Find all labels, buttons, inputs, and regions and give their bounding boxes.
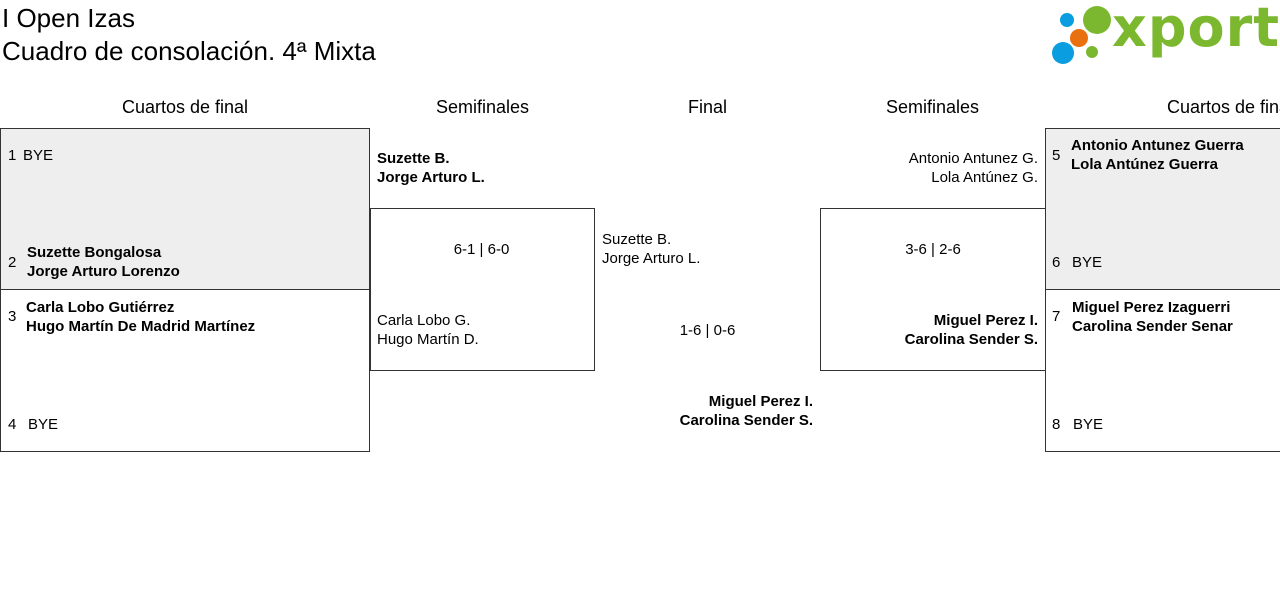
seed-number: 2 — [8, 254, 17, 271]
seed-number: 3 — [8, 308, 17, 325]
right-quarter-match-2 — [1045, 289, 1280, 452]
bye-label: BYE — [1072, 254, 1103, 271]
semifinal-player-name: Hugo Martín D. — [377, 331, 479, 348]
semifinal-player-name: Lola Antúnez G. — [931, 169, 1038, 186]
semifinal-player-name: Carla Lobo G. — [377, 312, 471, 329]
player-name: Jorge Arturo Lorenzo — [27, 263, 180, 280]
player-name: Carolina Sender Senar — [1072, 318, 1233, 335]
semifinal-player-name: Suzette B. — [377, 150, 450, 167]
semifinal-player-name: Miguel Perez I. — [933, 312, 1038, 329]
bye-label: BYE — [28, 416, 59, 433]
tournament-title: I Open Izas — [2, 3, 135, 33]
seed-number: 1 — [8, 147, 17, 164]
draw-subtitle: Cuadro de consolación. 4ª Mixta — [2, 36, 376, 66]
player-name: Carla Lobo Gutiérrez — [26, 299, 175, 316]
column-header-right-quarters: Cuartos de final — [1166, 97, 1280, 117]
seed-number: 6 — [1052, 254, 1061, 271]
seed-number: 7 — [1052, 308, 1061, 325]
bye-label: BYE — [1073, 416, 1104, 433]
champion-name: Miguel Perez I. — [708, 393, 813, 410]
left-quarter-match-1 — [0, 128, 370, 290]
match-score: 3-6 | 2-6 — [905, 241, 961, 258]
left-semifinal-match — [370, 208, 595, 371]
semifinal-player-name: Antonio Antunez G. — [908, 150, 1038, 167]
bye-label: BYE — [23, 147, 54, 164]
seed-number: 4 — [8, 416, 17, 433]
seed-number: 8 — [1052, 416, 1061, 433]
right-quarter-match-1 — [1045, 128, 1280, 290]
column-header-right-semis: Semifinales — [885, 97, 980, 117]
semifinal-player-name: Carolina Sender S. — [904, 331, 1038, 348]
logo-dot-blue-large-icon — [1052, 42, 1074, 64]
semifinal-player-name: Jorge Arturo L. — [377, 169, 485, 186]
column-header-final: Final — [687, 97, 727, 117]
match-score: 6-1 | 6-0 — [453, 241, 510, 258]
logo-text: xporty — [1112, 0, 1280, 59]
left-quarter-match-2 — [0, 289, 370, 452]
player-name: Hugo Martín De Madrid Martínez — [26, 318, 256, 335]
player-name: Suzette Bongalosa — [27, 244, 162, 261]
column-header-left-semis: Semifinales — [435, 97, 530, 117]
seed-number: 5 — [1052, 147, 1061, 164]
final-player-name: Jorge Arturo L. — [602, 250, 701, 267]
column-header-left-quarters: Cuartos de final — [121, 97, 249, 117]
player-name: Miguel Perez Izaguerri — [1072, 299, 1231, 316]
logo-dot-blue-small-icon — [1060, 13, 1074, 27]
final-score: 1-6 | 0-6 — [679, 322, 736, 339]
final-player-name: Suzette B. — [602, 231, 672, 248]
xporty-logo: xporty — [1050, 0, 1280, 68]
player-name: Lola Antúnez Guerra — [1071, 156, 1218, 173]
logo-dot-green-icon — [1083, 6, 1111, 34]
logo-dot-green-small-icon — [1086, 46, 1098, 58]
player-name: Antonio Antunez Guerra — [1071, 137, 1244, 154]
logo-dot-orange-icon — [1070, 29, 1088, 47]
champion-name: Carolina Sender S. — [679, 412, 813, 429]
